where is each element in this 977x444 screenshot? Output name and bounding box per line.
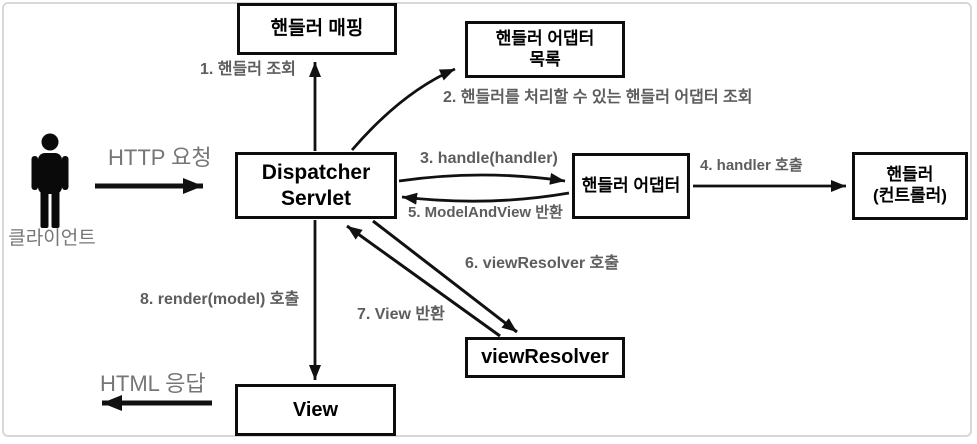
label-client: 클라이언트 [8,228,96,249]
node-handler-controller-line2: (컨트롤러) [873,186,947,205]
node-dispatcher-servlet-line1: Dispatcher [261,160,371,184]
label-step3: 3. handle(handler) [420,150,558,167]
person-icon [31,133,69,228]
arrow-step2 [350,67,456,151]
label-step1: 1. 핸들러 조회 [200,61,296,78]
label-step6: 6. viewResolver 호출 [465,255,619,272]
node-handler-controller: 핸들러 (컨트롤러) [852,152,968,220]
label-step8: 8. render(model) 호출 [140,291,300,308]
node-handler-controller-line1: 핸들러 [886,165,934,185]
label-step7: 7. View 반환 [357,306,445,323]
node-handler-adapter: 핸들러 어댑터 [572,153,690,219]
node-handler-adapter-list-line2: 목록 [529,49,561,69]
label-step2: 2. 핸들러를 처리할 수 있는 핸들러 어댑터 조회 [443,89,753,106]
node-handler-adapter-list: 핸들러 어댑터 목록 [465,21,625,78]
arrow-step7 [346,224,501,338]
node-dispatcher-servlet: Dispatcher Servlet [235,152,397,219]
node-dispatcher-servlet-line2: Servlet [280,186,352,210]
node-handler-mapping-label: 핸들러 매핑 [270,18,364,40]
node-handler-adapter-list-line1: 핸들러 어댑터 [495,28,595,48]
node-view: View [235,384,396,436]
node-handler-adapter-label: 핸들러 어댑터 [581,175,681,195]
arrow-step5 [401,191,570,205]
node-view-label: View [292,398,339,421]
label-step4: 4. handler 호출 [700,157,803,174]
label-html-response: HTML 응답 [100,371,206,396]
label-step5: 5. ModelAndView 반환 [408,204,563,221]
node-view-resolver-label: viewResolver [481,346,609,369]
arrow-step6 [372,219,518,334]
label-http-request: HTTP 요청 [108,145,212,170]
node-view-resolver: viewResolver [465,337,625,378]
node-handler-mapping: 핸들러 매핑 [237,3,397,55]
arrow-step3 [398,172,566,185]
